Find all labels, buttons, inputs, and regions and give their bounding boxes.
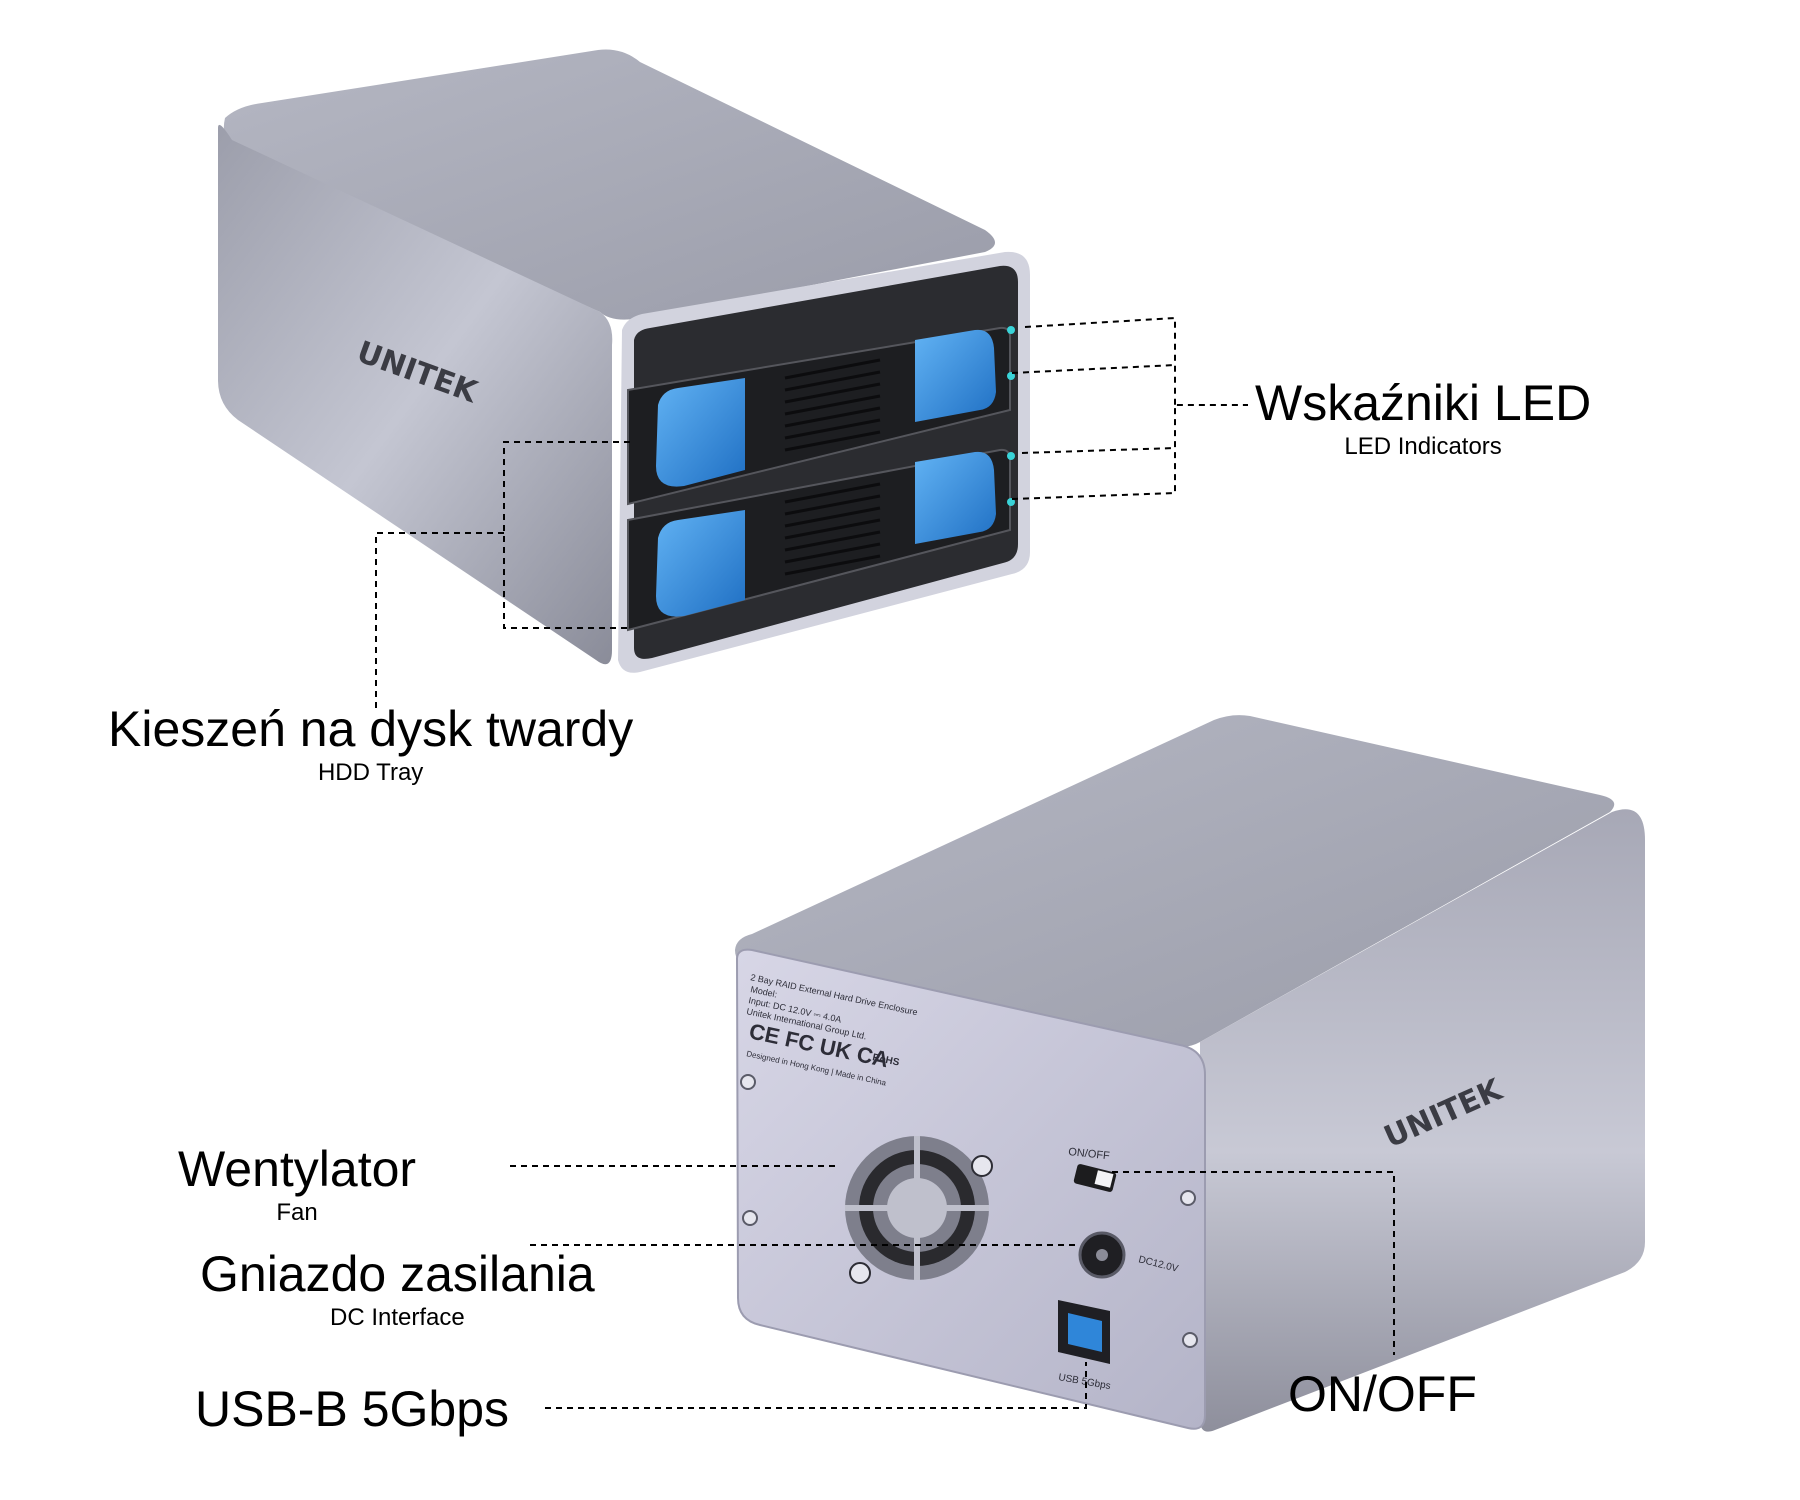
label-led-pl: Wskaźniki LED [1255,375,1592,431]
callout-hdd-tray: Kieszeń na dysk twardy HDD Tray [108,700,633,788]
callout-fan: Wentylator Fan [178,1140,416,1228]
label-fan-en: Fan [276,1199,318,1226]
label-dc-en: DC Interface [329,1304,465,1331]
tray-handle-left[interactable] [656,378,745,487]
fan-screws [849,1155,993,1284]
tray-handle-right[interactable] [915,329,996,422]
led-indicator [1007,326,1015,334]
label-usb-b: USB-B 5Gbps [195,1381,510,1437]
label-hdd-en: HDD Tray [317,759,424,786]
label-dc-pl: Gniazdo zasilania [200,1246,595,1302]
tray-handle-right[interactable] [915,451,996,544]
hdd-tray-lower[interactable] [627,448,1011,632]
hdd-tray-upper[interactable] [627,326,1011,506]
screw-set [740,1074,1198,1348]
front-enclosure: UNITEK [218,49,1030,673]
vent-grille [784,358,881,452]
vent-grille [784,482,881,576]
led-indicator [1007,498,1015,506]
led-indicator [1007,372,1015,380]
leader-lines [375,316,1395,1409]
tray-handle-left[interactable] [656,510,745,617]
label-fan-pl: Wentylator [178,1141,417,1197]
led-indicator [1007,452,1015,460]
power-switch[interactable]: ON/OFF [1068,1146,1117,1192]
label-led-en: LED Indicators [1344,433,1502,460]
switch-label: ON/OFF [1068,1146,1111,1162]
callout-dc-interface: Gniazdo zasilania DC Interface [200,1245,595,1333]
label-on-off: ON/OFF [1288,1366,1477,1422]
callout-led-indicators: Wskaźniki LED LED Indicators [1255,374,1591,462]
rear-enclosure: 2 Bay RAID External Hard Drive Enclosure… [735,715,1645,1432]
label-hdd-pl: Kieszeń na dysk twardy [108,701,634,757]
